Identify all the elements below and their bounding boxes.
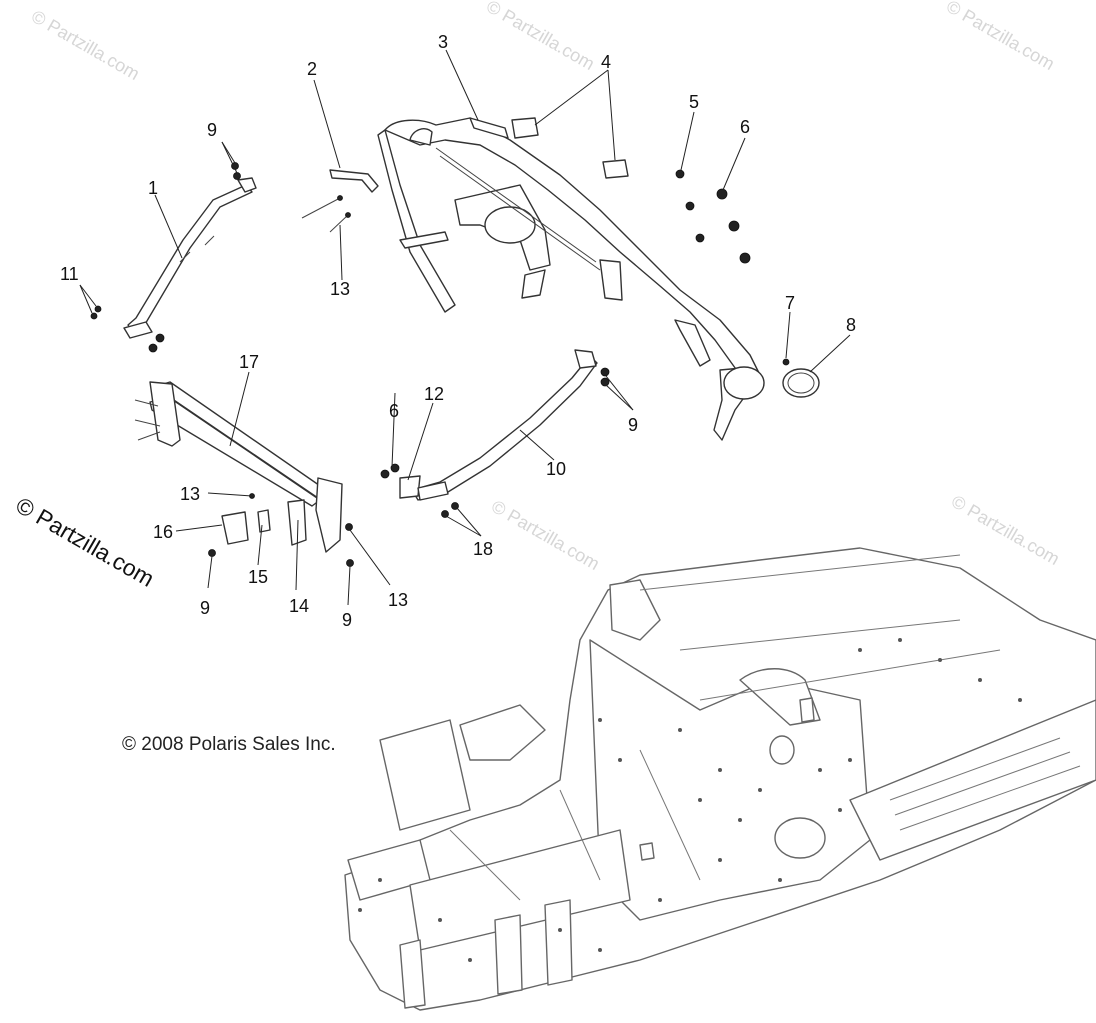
callout-13-left: 13 <box>180 484 200 504</box>
part-1-brace <box>90 162 257 353</box>
callout-16: 16 <box>153 522 173 542</box>
callout-8: 8 <box>846 315 856 335</box>
callout-9-top: 9 <box>207 120 217 140</box>
callout-13-right: 13 <box>388 590 408 610</box>
watermark-top-right: © Partzilla.com <box>943 0 1058 74</box>
callout-7: 7 <box>785 293 795 313</box>
callout-14: 14 <box>289 596 309 616</box>
watermark-mid-right: © Partzilla.com <box>948 491 1063 569</box>
part-3-upper-frame <box>377 117 765 441</box>
callout-12: 12 <box>424 384 444 404</box>
callout-10: 10 <box>546 459 566 479</box>
callout-2: 2 <box>307 59 317 79</box>
part-7-8-plug-cap <box>782 358 820 398</box>
callout-1: 1 <box>148 178 158 198</box>
copyright-text: © 2008 Polaris Sales Inc. <box>122 734 336 755</box>
watermark-top-left: © Partzilla.com <box>28 6 143 84</box>
part-4-pads <box>511 117 629 179</box>
part-5-6-hardware <box>675 169 751 264</box>
callout-9-bottom: 9 <box>342 610 352 630</box>
watermark-main: © Partzilla.com <box>12 492 159 592</box>
callout-6-mid: 6 <box>389 401 399 421</box>
callout-5: 5 <box>689 92 699 112</box>
callout-11: 11 <box>60 264 79 284</box>
part-17-cross-member <box>134 381 354 567</box>
callout-9-right: 9 <box>628 415 638 435</box>
callout-17: 17 <box>239 352 259 372</box>
callout-3: 3 <box>438 32 448 52</box>
chassis <box>344 547 1096 1011</box>
part-10-brace <box>380 349 610 518</box>
callout-15: 15 <box>248 567 268 587</box>
watermark-mid-center: © Partzilla.com <box>488 496 603 574</box>
watermark-top-center: © Partzilla.com <box>483 0 598 74</box>
callout-4: 4 <box>601 52 611 72</box>
callout-18: 18 <box>473 539 493 559</box>
callout-9-left: 9 <box>200 598 210 618</box>
callout-13-top: 13 <box>330 279 350 299</box>
callout-6-top: 6 <box>740 117 750 137</box>
part-2-bracket <box>301 169 379 233</box>
callout-numbers: 1 2 3 4 5 6 6 7 8 9 9 9 9 10 11 12 13 13… <box>60 32 856 630</box>
leader-lines <box>79 49 851 606</box>
